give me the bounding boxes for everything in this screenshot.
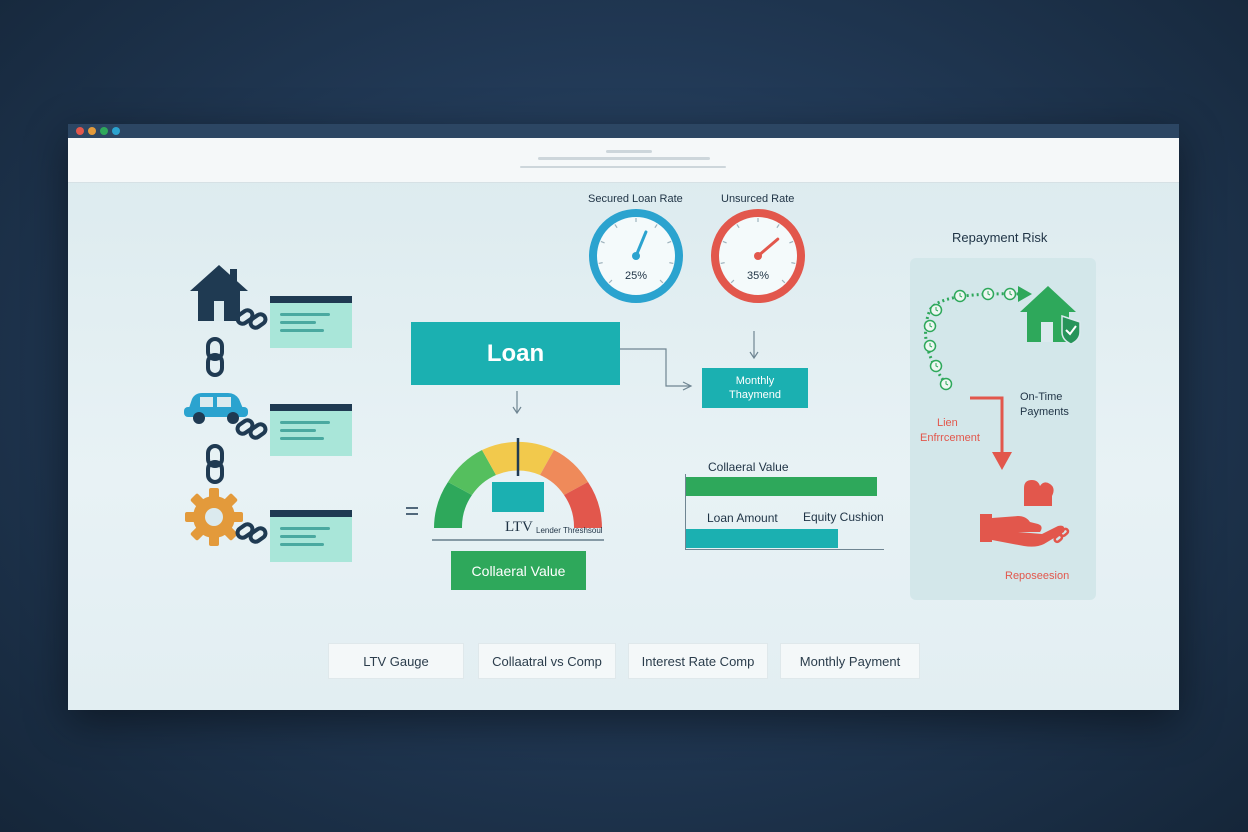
- card-line: [280, 429, 316, 432]
- clock-hand: [929, 343, 933, 348]
- gauge-tick: [789, 240, 794, 244]
- card-line: [280, 321, 316, 324]
- app-window: Secured Loan Rate 25% Unsurced Rate 35% …: [68, 124, 1179, 710]
- clock-hand: [935, 363, 939, 368]
- card-line: [280, 313, 330, 316]
- secured-rate-gauge: 25%: [589, 209, 683, 303]
- gauge-tick: [608, 279, 613, 284]
- asset-document-card: [270, 296, 352, 348]
- chain-link-icon: [235, 418, 268, 440]
- unsecured-rate-gauge: 35%: [711, 209, 805, 303]
- close-window-button[interactable]: [76, 127, 84, 135]
- tab-monthly-payment[interactable]: Monthly Payment: [780, 643, 920, 679]
- extra-window-button[interactable]: [112, 127, 120, 135]
- gauge-tick: [722, 240, 727, 244]
- toolbar-line: [520, 166, 726, 168]
- ltv-label: LTV: [505, 519, 533, 535]
- monthly-payment-line2: Thaymend: [729, 389, 781, 401]
- secured-rate-value: 25%: [625, 270, 647, 282]
- house-icon: [190, 265, 248, 321]
- card-line: [280, 527, 330, 530]
- asset-document-card: [270, 510, 352, 562]
- collateral-value-bar: [686, 477, 877, 496]
- gauge-tick: [776, 224, 780, 229]
- gauge-tick: [720, 262, 725, 265]
- toolbar: [68, 138, 1179, 183]
- secured-rate-label: Secured Loan Rate: [588, 193, 683, 205]
- on-time-payments-line1: On-Time: [1020, 391, 1063, 403]
- minimize-window-button[interactable]: [88, 127, 96, 135]
- unsecured-rate-label: Unsurced Rate: [721, 193, 795, 205]
- gauge-tick: [654, 224, 658, 229]
- ltv-gauge: [434, 438, 602, 528]
- house-check-icon: [1020, 286, 1081, 344]
- loan-box: Loan: [411, 322, 620, 385]
- monthly-payment-box: Monthly Thaymend: [702, 368, 808, 408]
- clock-hand: [929, 323, 933, 328]
- equity-cushion-label: Equity Cushion: [803, 510, 884, 524]
- gauge-tick: [781, 279, 786, 284]
- unsecured-rate-value: 35%: [747, 270, 769, 282]
- card-line: [280, 437, 324, 440]
- loan-amount-bar: [686, 529, 838, 548]
- collateral-value-label: Collaeral Value: [708, 460, 789, 474]
- gauge-tick: [598, 262, 603, 265]
- clock-hand: [959, 293, 963, 298]
- repossession-label: Reposeesion: [1005, 570, 1070, 582]
- clock-hand: [935, 307, 939, 312]
- car-icon: [184, 393, 248, 424]
- gear-icon: [185, 488, 243, 546]
- card-line: [280, 421, 330, 424]
- gauge-tick: [730, 279, 735, 284]
- collateral-value-button[interactable]: Collaeral Value: [451, 551, 586, 590]
- tab-interest-rate-comp[interactable]: Interest Rate Comp: [628, 643, 768, 679]
- chain-link-icon: [235, 308, 268, 330]
- chain-connector-icon: [206, 337, 224, 377]
- chain-connector-icon: [206, 444, 224, 484]
- payment-path: [923, 286, 1032, 470]
- gauge-tick: [667, 240, 672, 244]
- loan-amount-label: Loan Amount: [707, 511, 778, 525]
- repossession-hand-icon: [980, 480, 1070, 547]
- gauge-tick: [791, 262, 796, 265]
- card-line: [280, 329, 324, 332]
- repayment-risk-title: Repayment Risk: [952, 230, 1048, 245]
- gauge-tick: [669, 262, 674, 265]
- lender-threshold-label: Lender Threshsoul: [536, 526, 603, 535]
- chain-link-icon: [235, 522, 268, 544]
- title-bar: [68, 124, 1179, 138]
- gauge-tick: [600, 240, 605, 244]
- gauge-tick: [614, 224, 618, 229]
- asset-document-card: [270, 404, 352, 456]
- lien-enforcement-line2: Enfrrcement: [920, 432, 980, 444]
- toolbar-line: [538, 157, 710, 160]
- maximize-window-button[interactable]: [100, 127, 108, 135]
- card-line: [280, 543, 324, 546]
- comparison-axis: [685, 474, 686, 550]
- clock-hand: [987, 291, 991, 296]
- comparison-baseline: [685, 549, 884, 550]
- monthly-payment-line1: Monthly: [735, 375, 775, 387]
- card-line: [280, 535, 316, 538]
- toolbar-line: [606, 150, 652, 153]
- tab-ltv-gauge[interactable]: LTV Gauge: [328, 643, 464, 679]
- flow-connectors: [406, 331, 759, 541]
- lien-enforcement-line1: Lien: [937, 417, 958, 429]
- clock-hand: [1009, 291, 1013, 296]
- tab-collateral-vs-comp[interactable]: Collaatral vs Comp: [478, 643, 616, 679]
- gauge-tick: [659, 279, 664, 284]
- gauge-tick: [736, 224, 740, 229]
- on-time-payments-line2: Payments: [1020, 406, 1069, 418]
- clock-hand: [945, 381, 949, 386]
